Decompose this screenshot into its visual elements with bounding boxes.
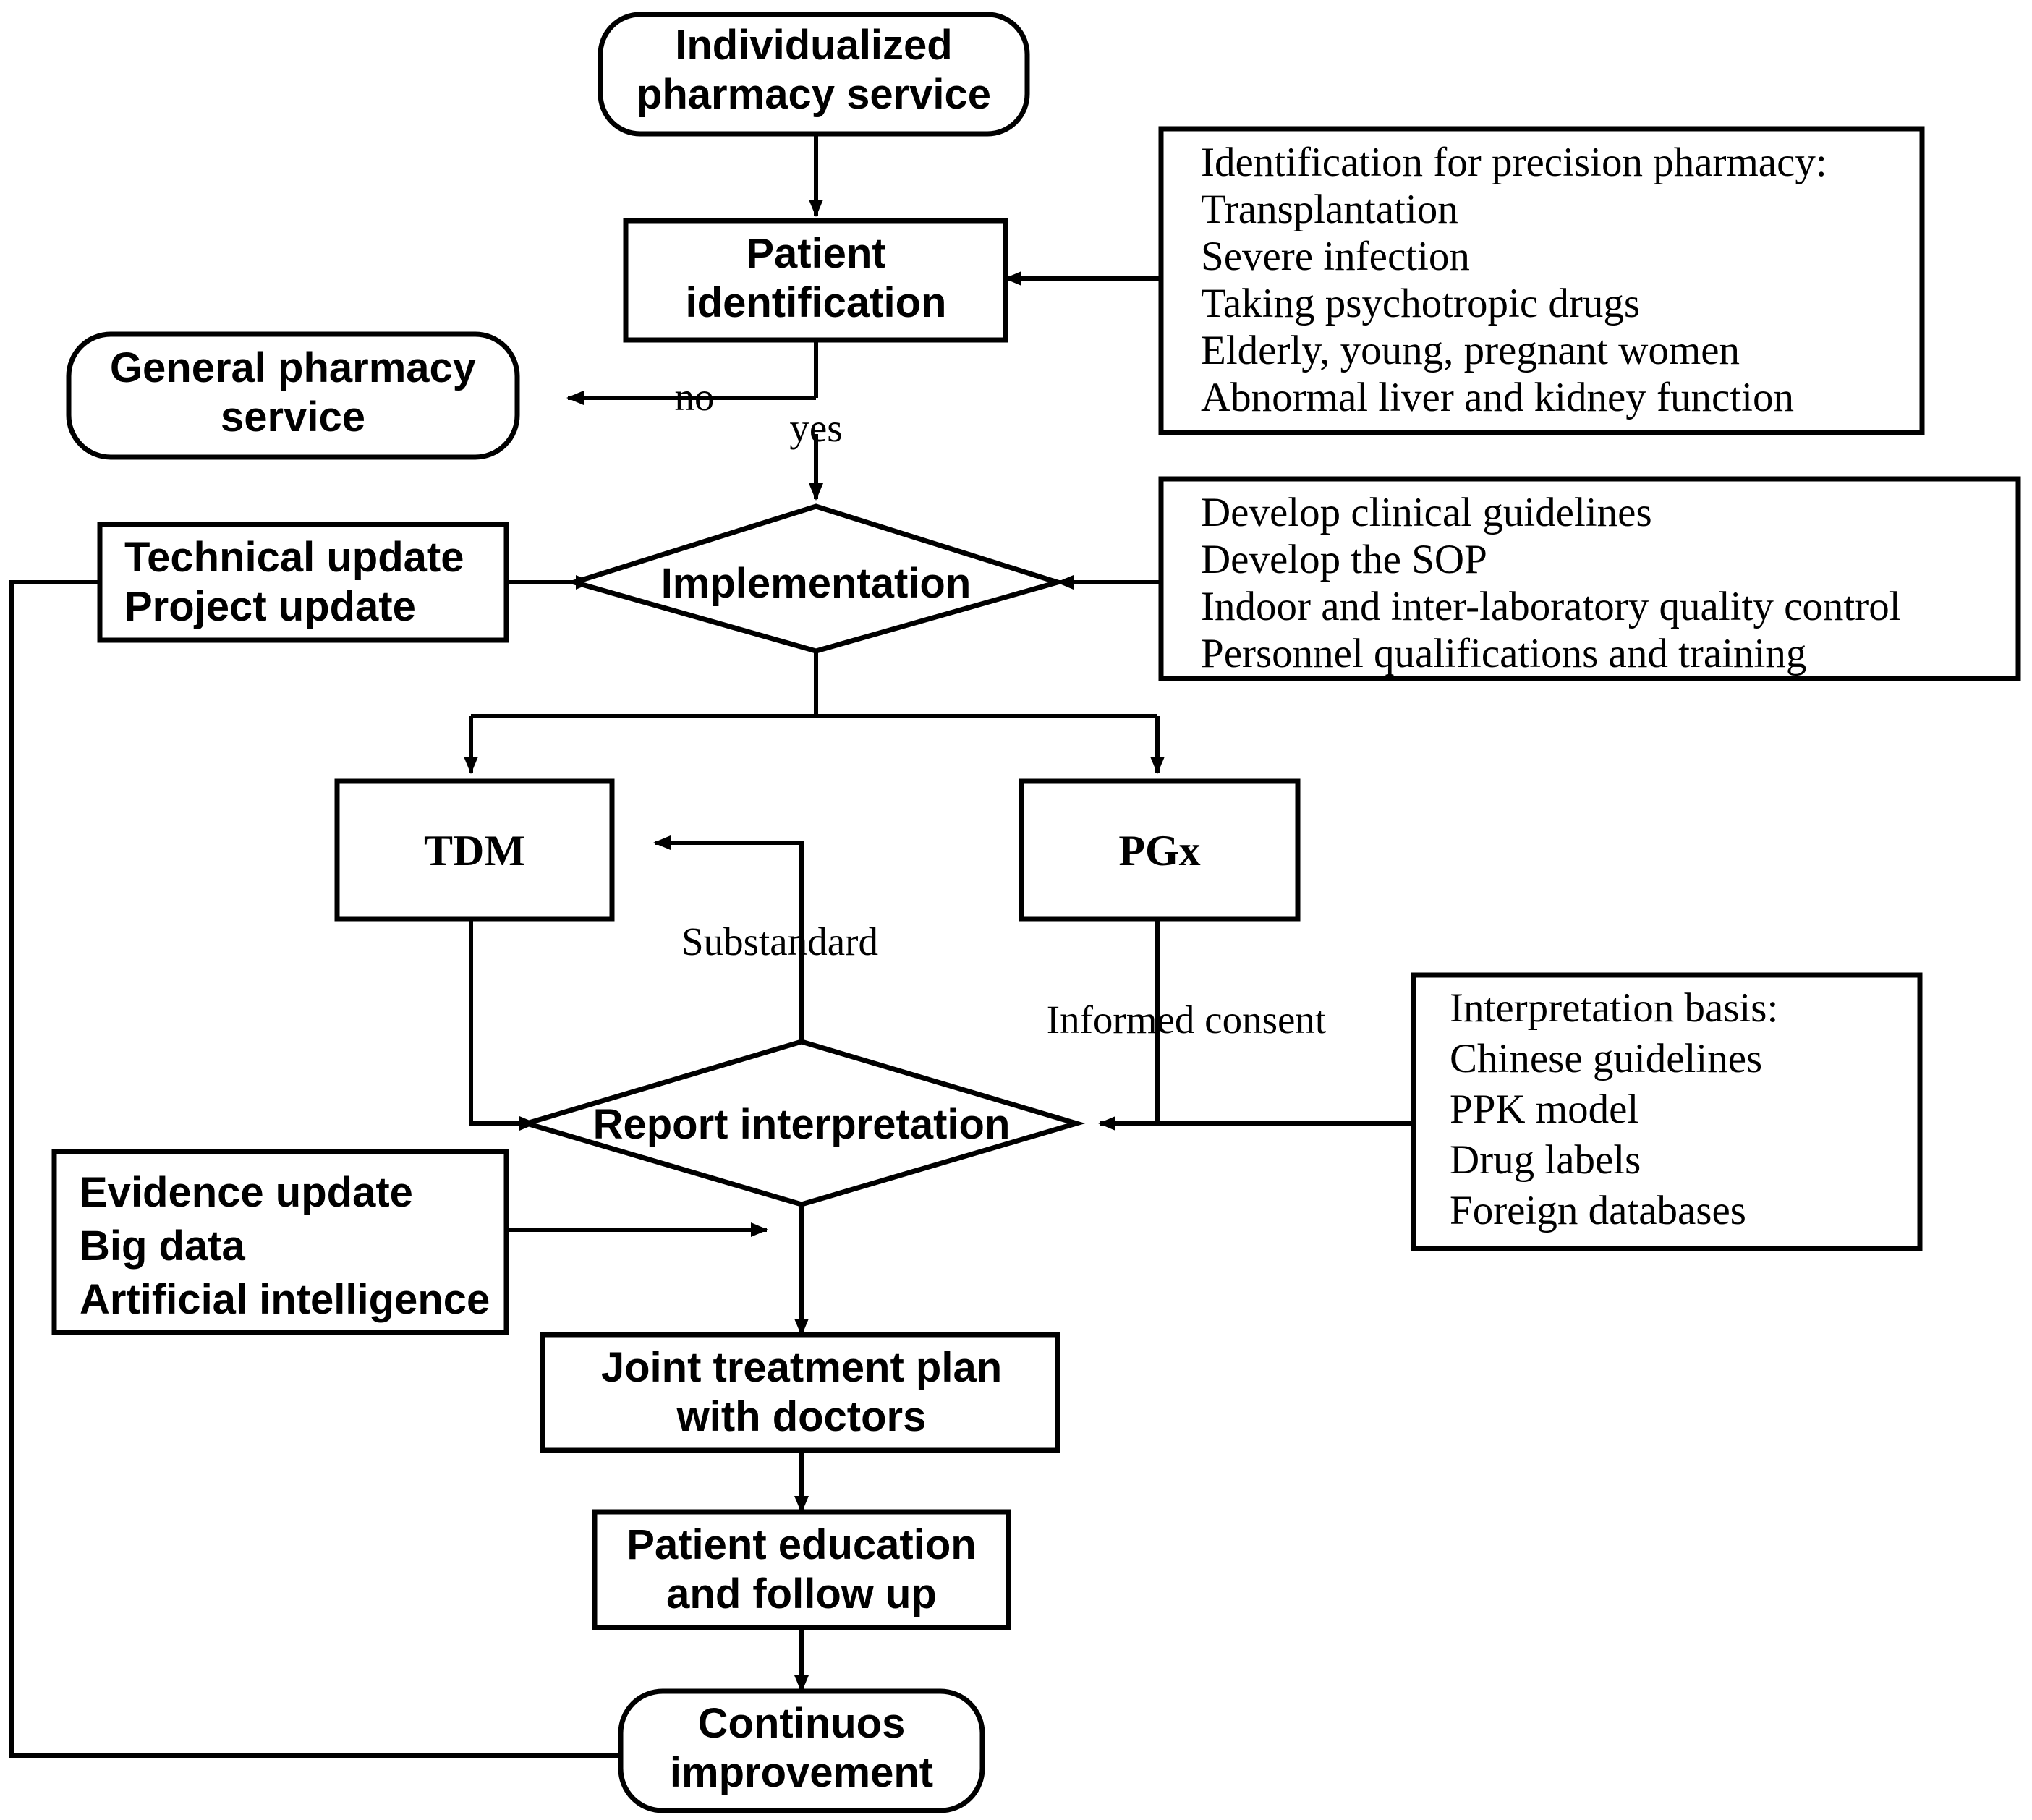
node-pgx-shape[interactable] bbox=[1019, 778, 1301, 922]
node-implementation-shape[interactable] bbox=[565, 503, 1067, 654]
node-layer bbox=[51, 12, 1301, 1813]
node-patient-identification-shape[interactable] bbox=[623, 218, 1008, 343]
annotation-interpretation-line5: Foreign databases bbox=[1450, 1188, 1746, 1233]
node-pgx-label: PGx bbox=[1118, 827, 1200, 875]
node-continuous-improvement-line1: Continuos bbox=[698, 1700, 906, 1747]
annotation-interpretation-box bbox=[1411, 972, 1923, 1251]
node-start-shape[interactable] bbox=[598, 12, 1030, 137]
annotation-identification-box bbox=[1158, 126, 1925, 435]
edge-label-yes: yes bbox=[789, 406, 842, 450]
annotation-implementation-box bbox=[1158, 476, 2021, 681]
annotation-implementation-line3: Indoor and inter-laboratory quality cont… bbox=[1201, 584, 1901, 629]
node-continuous-improvement-shape[interactable] bbox=[618, 1688, 985, 1813]
edge-feedback-loop bbox=[9, 580, 637, 1758]
node-patient-education-shape[interactable] bbox=[592, 1509, 1011, 1630]
node-patient-identification-line2: identification bbox=[686, 279, 947, 326]
node-technical-update-line2: Project update bbox=[124, 583, 416, 630]
node-joint-plan-line2: with doctors bbox=[676, 1393, 927, 1440]
annotation-implementation-line1: Develop clinical guidelines bbox=[1201, 490, 1652, 535]
node-patient-education-line1: Patient education bbox=[626, 1521, 976, 1568]
annotation-identification-line3: Severe infection bbox=[1201, 234, 1470, 279]
left-box-text-layer: Technical update Project update Evidence… bbox=[80, 534, 490, 1323]
node-joint-plan-shape[interactable] bbox=[540, 1332, 1060, 1453]
node-implementation-label: Implementation bbox=[661, 560, 972, 607]
tdm-pgx-text-layer: TDM PGx bbox=[424, 827, 1201, 875]
annotation-text-layer: Identification for precision pharmacy: T… bbox=[1201, 140, 1901, 1233]
node-technical-update-shape[interactable] bbox=[97, 522, 509, 643]
node-technical-update-line1: Technical update bbox=[124, 534, 464, 581]
edge-tdm-to-report bbox=[469, 919, 537, 1131]
node-patient-identification-line1: Patient bbox=[746, 230, 885, 277]
node-start-line2: pharmacy service bbox=[637, 71, 991, 118]
annotation-identification-line2: Transplantation bbox=[1201, 187, 1458, 232]
node-evidence-update-shape[interactable] bbox=[51, 1149, 509, 1335]
annotation-implementation-line4: Personnel qualifications and training bbox=[1201, 631, 1806, 676]
annotation-interpretation-line1: Interpretation basis: bbox=[1450, 985, 1778, 1031]
node-general-service-shape[interactable] bbox=[66, 331, 520, 460]
node-text-layer: Individualized pharmacy service Patient … bbox=[110, 22, 1010, 1796]
node-evidence-update-line2: Big data bbox=[80, 1222, 246, 1270]
annotation-identification-line6: Abnormal liver and kidney function bbox=[1201, 375, 1794, 420]
annotation-identification-line1: Identification for precision pharmacy: bbox=[1201, 140, 1827, 185]
annotation-interpretation-line4: Drug labels bbox=[1450, 1137, 1641, 1183]
node-general-service-line2: service bbox=[221, 394, 365, 441]
node-evidence-update-line3: Artificial intelligence bbox=[80, 1276, 490, 1323]
node-tdm-label: TDM bbox=[424, 827, 525, 875]
annotation-interpretation-line2: Chinese guidelines bbox=[1450, 1036, 1762, 1081]
annotation-implementation-line2: Develop the SOP bbox=[1201, 537, 1487, 582]
node-report-interpretation-shape[interactable] bbox=[517, 1039, 1086, 1207]
node-continuous-improvement-line2: improvement bbox=[670, 1749, 933, 1796]
edge-substandard bbox=[653, 835, 804, 1042]
node-patient-education-line2: and follow up bbox=[666, 1570, 937, 1617]
annotation-identification-line5: Elderly, young, pregnant women bbox=[1201, 328, 1740, 373]
edge-label-informed-consent: Informed consent bbox=[1047, 998, 1326, 1042]
connector-layer bbox=[9, 134, 1414, 1758]
node-report-interpretation-label: Report interpretation bbox=[593, 1101, 1011, 1148]
edge-label-substandard: Substandard bbox=[681, 919, 878, 964]
node-evidence-update-line1: Evidence update bbox=[80, 1169, 413, 1216]
edge-label-layer: no yes Substandard Informed consent bbox=[675, 375, 1327, 1042]
node-joint-plan-line1: Joint treatment plan bbox=[601, 1344, 1002, 1391]
node-tdm-shape[interactable] bbox=[334, 778, 615, 922]
node-general-service-line1: General pharmacy bbox=[110, 344, 476, 391]
node-start-line1: Individualized bbox=[675, 22, 953, 69]
annotation-box-layer bbox=[1158, 126, 2021, 1251]
annotation-interpretation-line3: PPK model bbox=[1450, 1087, 1638, 1132]
annotation-identification-line4: Taking psychotropic drugs bbox=[1201, 281, 1640, 326]
edge-label-no: no bbox=[675, 375, 715, 419]
